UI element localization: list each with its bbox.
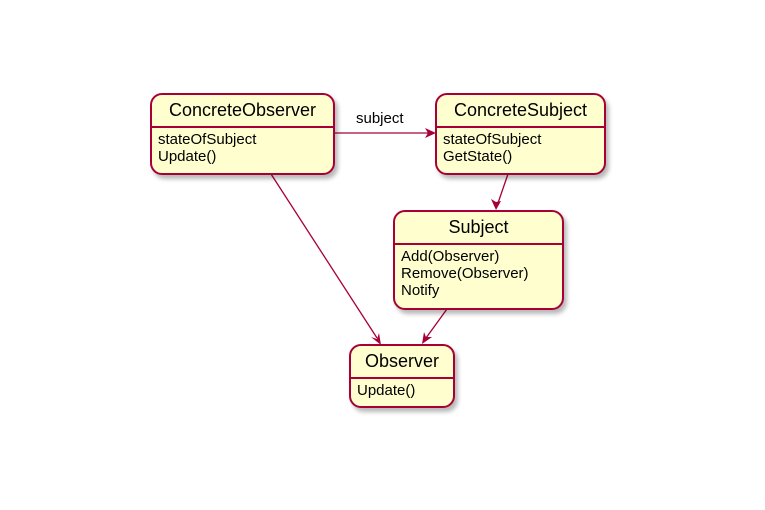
edge-subject-to-observer (425, 308, 448, 339)
node-members: Update() (351, 379, 453, 399)
arrowhead-subject (491, 199, 501, 210)
member-text: Add(Observer) (401, 248, 500, 265)
member-text: Update() (158, 148, 217, 165)
node-title: ConcreteSubject (437, 95, 604, 128)
node-members: stateOfSubject GetState() (437, 128, 604, 165)
node-concretesubject: ConcreteSubject stateOfSubject GetState(… (435, 93, 606, 175)
node-members: Add(Observer) Remove(Observer) Notify (395, 245, 562, 299)
node-title: ConcreteObserver (152, 95, 333, 128)
member-text: Update() (357, 382, 416, 399)
member-text: GetState() (443, 148, 513, 165)
member-text: Notify (401, 282, 440, 299)
member-text: stateOfSubject (443, 131, 542, 148)
member-text: Remove(Observer) (401, 265, 529, 282)
arrowhead-concretesubject (425, 128, 436, 138)
member-text: stateOfSubject (158, 131, 257, 148)
arrowhead-observer-right (422, 332, 432, 344)
node-title: Observer (351, 346, 453, 379)
node-observer: Observer Update() (349, 344, 455, 408)
edge-concreteobserver-to-observer (270, 173, 378, 339)
node-members: stateOfSubject Update() (152, 128, 333, 165)
edge-label-subject: subject (356, 110, 404, 127)
node-concreteobserver: ConcreteObserver stateOfSubject Update() (150, 93, 335, 175)
node-title: Subject (395, 212, 562, 245)
edge-concretesubject-to-subject (497, 173, 509, 204)
arrowhead-observer-left (371, 333, 381, 345)
node-subject: Subject Add(Observer) Remove(Observer) N… (393, 210, 564, 310)
